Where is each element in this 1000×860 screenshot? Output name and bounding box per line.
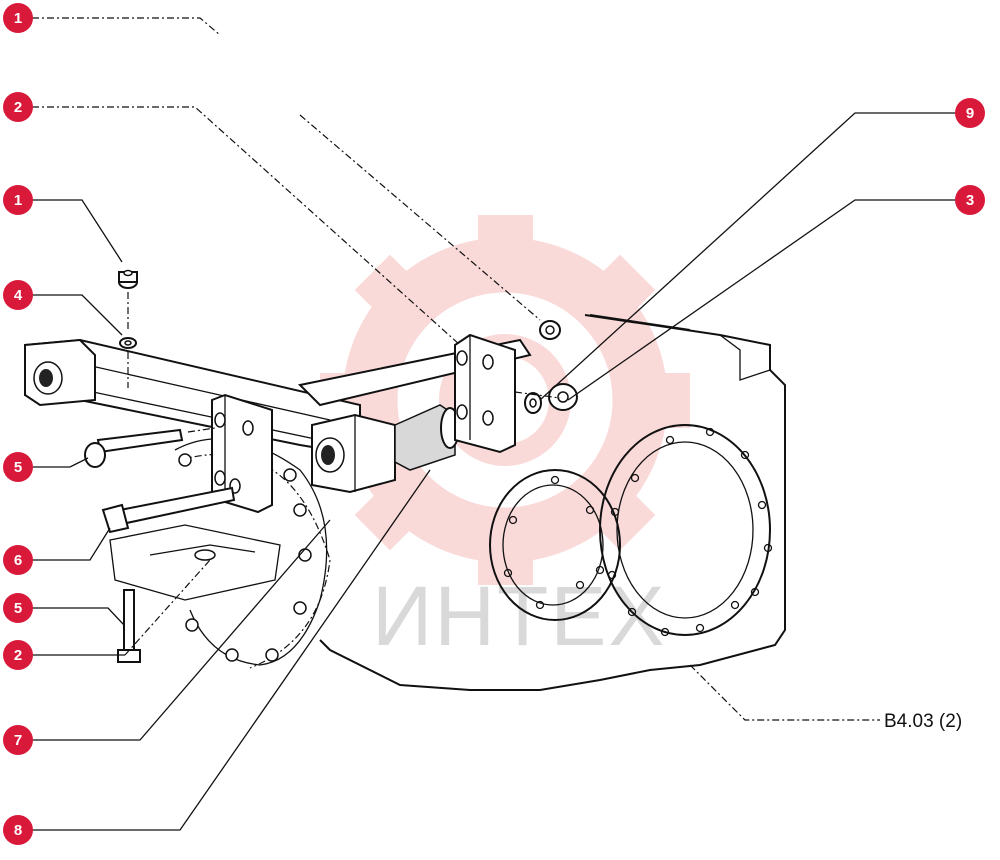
callout-label: 3 [966,192,974,209]
bolt-vertical [117,589,141,663]
bushing [394,404,460,471]
callout-5-bolt-lower: 5 [3,593,33,623]
callout-label: 1 [14,10,22,27]
callout-4-washer: 4 [3,280,33,310]
nut-top-left [118,269,138,289]
callout-2-upper: 2 [3,92,33,122]
callout-label: 6 [14,552,22,569]
leader-lines [32,17,968,831]
bolt-upper [84,428,184,468]
gearbox-housing [319,314,786,691]
callout-label: 1 [14,192,22,209]
callout-label: 8 [14,822,22,839]
callout-1-nut: 1 [3,185,33,215]
callout-6-bolt: 6 [3,545,33,575]
watermark-gear-icon [320,215,690,585]
callout-9-washer: 9 [955,98,985,128]
callout-5-bolt: 5 [3,452,33,482]
callout-2-lower: 2 [3,640,33,670]
callout-label: 7 [14,732,22,749]
callout-label: 2 [14,99,22,116]
callout-8-bushing: 8 [3,815,33,845]
callout-label: 5 [14,600,22,617]
callout-7-bracket: 7 [3,725,33,755]
callout-label: 5 [14,459,22,476]
nut-upper-right [539,320,561,340]
end-block [311,413,396,494]
callout-1-top: 1 [3,3,33,33]
callout-3-nut: 3 [955,185,985,215]
callout-label: 9 [966,105,974,122]
watermark-text: ИНТЕХ [372,569,666,663]
washer-right [524,392,542,414]
washer-left [119,337,137,349]
reference-code-label: B4.03 (2) [884,711,962,732]
mounting-plate-right [454,333,516,454]
callout-label: 4 [14,287,23,304]
bolt-long [101,486,236,534]
callout-label: 2 [14,647,22,664]
